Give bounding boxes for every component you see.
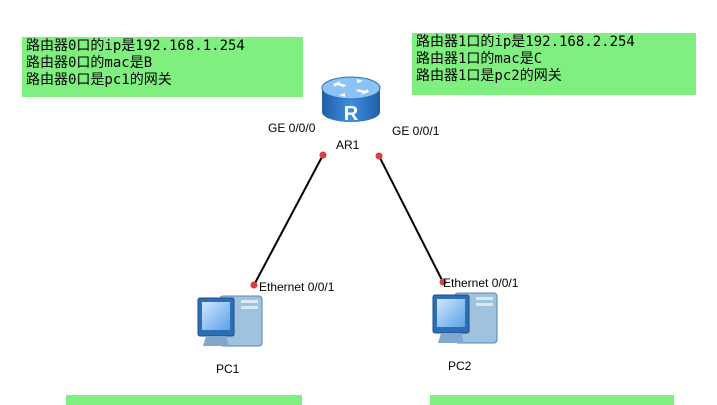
port-label-pc1: Ethernet 0/0/1 <box>259 280 335 294</box>
router-letter: R <box>344 103 359 125</box>
link-ar1-pc2[interactable] <box>378 155 444 283</box>
port-label-pc2: Ethernet 0/0/1 <box>443 276 519 290</box>
port-label-ge001: GE 0/0/1 <box>392 124 440 138</box>
link-ar1-pc1[interactable] <box>253 154 324 286</box>
port-dot-pc2[interactable] <box>439 278 447 286</box>
note-line: 路由器0口是pc1的网关 <box>26 72 172 88</box>
note-line: 路由器0口的ip是192.168.1.254 <box>26 38 245 54</box>
pc2-name: PC2 <box>448 359 472 373</box>
pc-icon[interactable] <box>432 292 498 344</box>
port-dot-ge000[interactable] <box>319 151 327 159</box>
note-line: 路由器1口是pc2的网关 <box>416 68 562 84</box>
port-dot-pc1[interactable] <box>250 281 258 289</box>
pc-icon[interactable] <box>197 295 263 347</box>
note-line: 路由器1口的mac是C <box>416 51 543 67</box>
note-line: 路由器0口的mac是B <box>26 55 153 71</box>
router-name: AR1 <box>336 138 360 152</box>
port-label-ge000: GE 0/0/0 <box>268 121 316 135</box>
note-router-port0: 路由器0口的ip是192.168.1.254 路由器0口的mac是B 路由器0口… <box>22 37 303 97</box>
pc1-name: PC1 <box>216 362 240 376</box>
note-router-port1: 路由器1口的ip是192.168.2.254 路由器1口的mac是C 路由器1口… <box>412 33 696 95</box>
note-line: 路由器1口的ip是192.168.2.254 <box>416 34 635 50</box>
router-icon[interactable]: R <box>321 76 381 125</box>
port-dot-ge001[interactable] <box>375 152 383 160</box>
